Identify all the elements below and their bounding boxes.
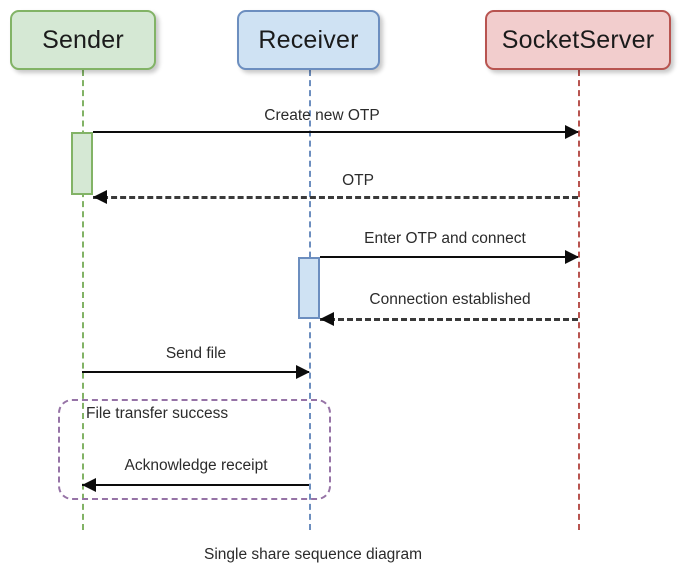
arrow-head-otp-icon — [93, 190, 107, 204]
arrow-head-send-file-icon — [296, 365, 310, 379]
message-line-acknowledge-receipt — [82, 484, 309, 486]
participant-socketserver[interactable]: SocketServer — [485, 10, 671, 70]
message-line-create-new-otp — [93, 131, 578, 133]
arrow-head-acknowledge-receipt-icon — [82, 478, 96, 492]
activation-bar-receiver — [298, 257, 320, 319]
message-label-send-file: Send file — [165, 345, 227, 362]
lifeline-socketserver — [578, 70, 580, 530]
participant-receiver[interactable]: Receiver — [237, 10, 380, 70]
diagram-caption: Single share sequence diagram — [204, 546, 422, 563]
arrow-head-connection-established-icon — [320, 312, 334, 326]
message-label-acknowledge-receipt: Acknowledge receipt — [124, 457, 268, 474]
activation-bar-sender — [71, 132, 93, 195]
participant-sender-label: Sender — [42, 25, 124, 54]
message-label-create-new-otp: Create new OTP — [264, 107, 380, 124]
arrow-head-enter-otp-and-connect-icon — [565, 250, 579, 264]
message-label-otp: OTP — [342, 172, 374, 189]
fragment-file-transfer-success — [58, 399, 331, 500]
message-line-otp — [93, 196, 578, 199]
message-line-enter-otp-and-connect — [320, 256, 578, 258]
participant-sender[interactable]: Sender — [10, 10, 156, 70]
fragment-label: File transfer success — [86, 405, 229, 422]
message-line-connection-established — [320, 318, 578, 321]
arrow-head-create-new-otp-icon — [565, 125, 579, 139]
message-label-connection-established: Connection established — [369, 291, 531, 308]
message-line-send-file — [82, 371, 309, 373]
message-label-enter-otp-and-connect: Enter OTP and connect — [364, 230, 526, 247]
participant-receiver-label: Receiver — [258, 25, 359, 54]
lifeline-sender — [82, 70, 84, 530]
participant-socketserver-label: SocketServer — [501, 25, 655, 54]
